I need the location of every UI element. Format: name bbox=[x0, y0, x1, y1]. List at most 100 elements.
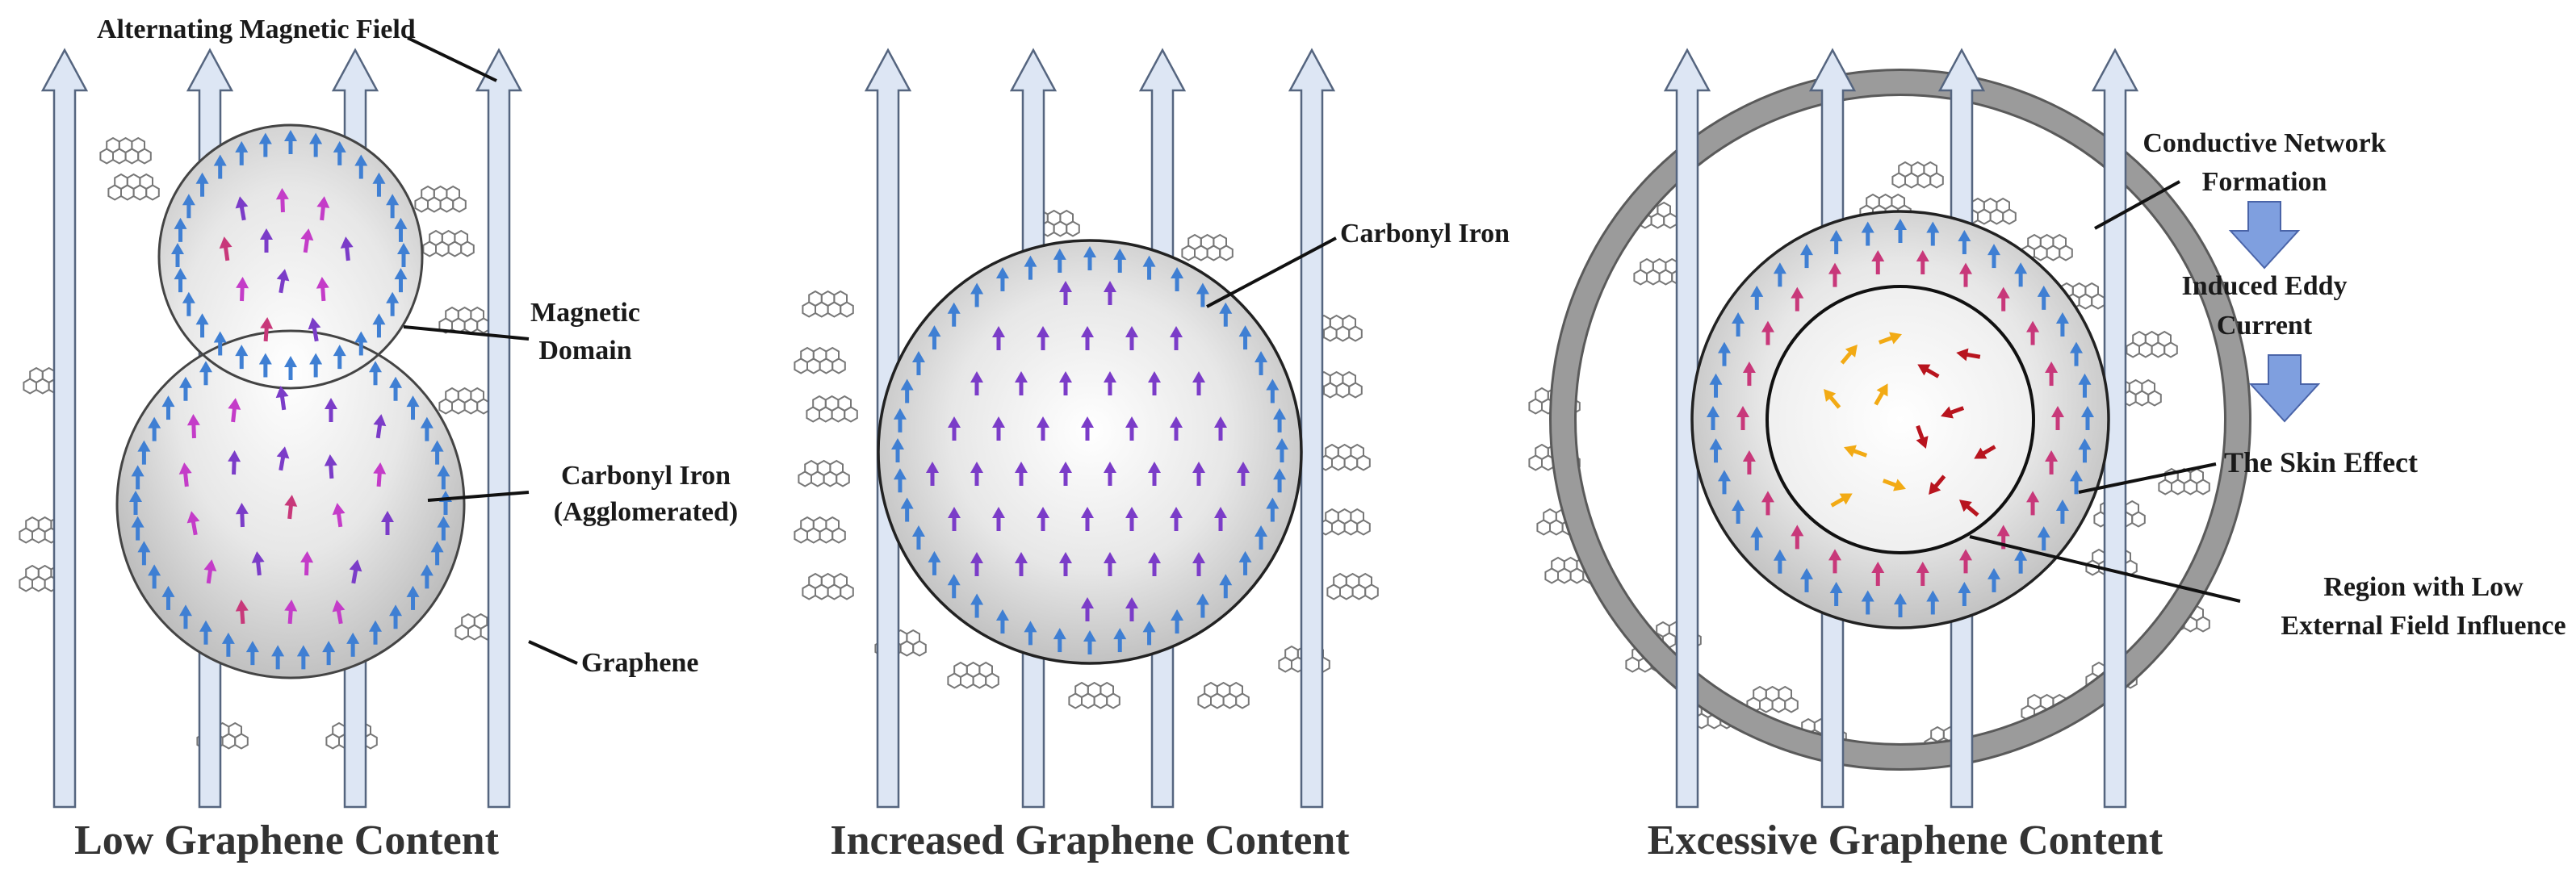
domain-arrow bbox=[397, 243, 410, 267]
domain-arrow bbox=[1709, 438, 1723, 463]
panel-title-increased-graphene: Increased Graphene Content bbox=[830, 817, 1350, 863]
domain-arrow bbox=[251, 551, 265, 576]
domain-arrow bbox=[1148, 552, 1161, 576]
domain-arrow bbox=[228, 450, 241, 475]
domain-arrow bbox=[1104, 371, 1116, 395]
domain-arrow bbox=[182, 194, 195, 219]
domain-arrow bbox=[1958, 500, 1979, 517]
leader-lines bbox=[403, 36, 2241, 665]
domain-arrow bbox=[236, 277, 249, 302]
domain-arrow bbox=[1081, 416, 1094, 441]
domain-arrow bbox=[1266, 497, 1280, 522]
domain-arrow bbox=[1171, 266, 1184, 291]
domain-arrow bbox=[1125, 326, 1138, 350]
domain-arrow bbox=[2055, 500, 2069, 524]
domain-arrow bbox=[1926, 221, 1940, 246]
domain-arrow bbox=[2037, 526, 2050, 551]
domain-arrow bbox=[1750, 285, 1764, 310]
domain-arrow bbox=[2045, 362, 2059, 387]
domain-arrow bbox=[911, 350, 925, 375]
domain-arrow bbox=[276, 446, 290, 471]
label-carbonyl-iron: Carbonyl Iron bbox=[1340, 219, 1510, 249]
domain-arrow bbox=[276, 269, 290, 294]
domain-arrow bbox=[258, 353, 272, 378]
domain-arrow bbox=[1917, 364, 1940, 378]
domain-arrow bbox=[1959, 549, 1973, 574]
leader-line bbox=[1206, 236, 1337, 308]
domain-arrow bbox=[271, 645, 285, 670]
domain-arrow bbox=[1916, 562, 1929, 587]
domain-arrow bbox=[1192, 462, 1205, 486]
domain-arrow bbox=[182, 291, 195, 316]
domain-arrow bbox=[1916, 249, 1929, 274]
domain-arrow bbox=[349, 559, 362, 584]
domain-arrow bbox=[340, 236, 354, 261]
graphene-flake bbox=[1068, 681, 1120, 709]
domain-arrow bbox=[1081, 507, 1094, 531]
domain-arrow bbox=[284, 130, 297, 154]
domain-arrow bbox=[1214, 507, 1227, 531]
domain-arrow bbox=[296, 645, 310, 670]
domain-arrow bbox=[1996, 286, 2010, 311]
label-magnetic-domain-line2: Domain bbox=[538, 336, 631, 366]
leader-line bbox=[2078, 462, 2217, 494]
leader-line bbox=[1969, 535, 2241, 603]
domain-arrow bbox=[1196, 593, 1209, 618]
panel-title-low-graphene: Low Graphene Content bbox=[74, 817, 499, 863]
domain-arrow bbox=[137, 541, 151, 566]
domain-arrow bbox=[1273, 468, 1287, 493]
graphene-flake bbox=[1964, 197, 2017, 225]
domain-arrow bbox=[1083, 246, 1096, 270]
domain-arrow bbox=[1037, 507, 1049, 531]
domain-arrow bbox=[131, 465, 145, 490]
domain-arrow bbox=[1219, 302, 1233, 327]
domain-arrow bbox=[1142, 255, 1156, 280]
graphene-flake bbox=[2126, 330, 2178, 358]
label-magnetic-domain-line1: Magnetic bbox=[530, 298, 640, 328]
domain-arrow bbox=[1083, 630, 1096, 654]
domain-arrow bbox=[300, 228, 314, 253]
graphene-flake bbox=[422, 229, 475, 257]
label-carbonyl-iron-agglomerated-line1: Carbonyl Iron bbox=[561, 461, 731, 491]
domain-arrow bbox=[437, 516, 450, 541]
graphene-flake bbox=[802, 572, 854, 600]
domain-arrow bbox=[199, 361, 212, 386]
domain-arrow bbox=[1861, 590, 1874, 615]
domain-arrow bbox=[174, 217, 187, 242]
domain-arrow bbox=[1941, 406, 1965, 419]
domain-arrow bbox=[372, 172, 386, 197]
domain-arrow bbox=[1104, 281, 1116, 305]
domain-arrow bbox=[970, 593, 984, 618]
domain-arrow bbox=[300, 551, 314, 576]
domain-arrow bbox=[1956, 348, 1981, 362]
domain-arrow bbox=[1125, 597, 1138, 621]
domain-arrow bbox=[1192, 371, 1205, 395]
domain-arrow bbox=[1874, 383, 1888, 406]
domain-arrow bbox=[386, 194, 400, 219]
label-skin-effect: The Skin Effect bbox=[2224, 446, 2418, 479]
domain-arrow bbox=[1732, 312, 1745, 337]
domain-arrow bbox=[372, 313, 386, 338]
domain-arrow bbox=[316, 277, 329, 302]
domain-arrow bbox=[284, 495, 298, 520]
domain-arrow bbox=[309, 132, 323, 157]
small-particle-outline bbox=[157, 123, 424, 390]
carbonyl-iron-particle bbox=[877, 239, 1303, 665]
domain-arrow bbox=[1732, 500, 1745, 524]
graphene-flake bbox=[794, 346, 846, 374]
label-alternating-magnetic-field: Alternating Magnetic Field bbox=[97, 15, 416, 44]
domain-arrow bbox=[235, 345, 249, 370]
leader-line bbox=[427, 491, 530, 502]
domain-arrow bbox=[893, 408, 907, 433]
domain-arrow bbox=[1015, 552, 1028, 576]
domain-arrow bbox=[354, 331, 368, 356]
label-conductive-network-line1: Conductive Network bbox=[2142, 128, 2385, 158]
domain-arrow bbox=[1081, 326, 1094, 350]
domain-arrow bbox=[346, 632, 360, 657]
domain-arrow bbox=[1750, 526, 1764, 551]
domain-arrow bbox=[1829, 229, 1843, 254]
domain-arrow bbox=[1237, 462, 1250, 486]
domain-arrow bbox=[1987, 567, 2000, 592]
graphene-flake bbox=[798, 459, 850, 487]
